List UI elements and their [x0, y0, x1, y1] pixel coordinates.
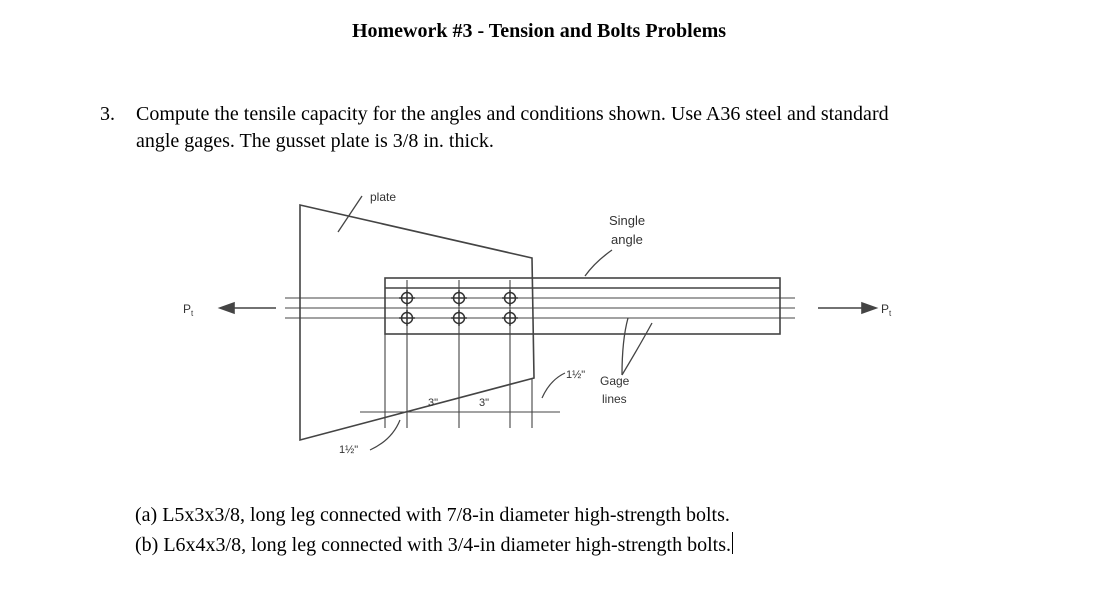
single-angle-label-2: angle — [611, 232, 643, 247]
bolt — [502, 310, 518, 326]
single-angle-leader — [584, 249, 613, 277]
page-title: Homework #3 - Tension and Bolts Problems — [351, 20, 727, 42]
force-label-right: Pt — [881, 302, 892, 318]
part-b: (b) L6x4x3/8, long leg connected with 3/… — [135, 530, 733, 560]
bolt — [451, 310, 467, 326]
part-b-text: (b) L6x4x3/8, long leg connected with 3/… — [135, 534, 731, 556]
single-angle-label-1: Single — [609, 213, 645, 228]
gage-lines-label-2: lines — [602, 392, 627, 406]
text-cursor — [732, 532, 733, 554]
problem-text-line-2: angle gages. The gusset plate is 3/8 in.… — [136, 130, 494, 152]
bolt — [399, 290, 415, 306]
spacing-label-2: 3" — [479, 397, 489, 409]
bolt-group — [399, 290, 518, 326]
plate-label: plate — [370, 190, 396, 204]
plate-leader — [337, 195, 363, 233]
edge-dim-label-bottom: 1½" — [339, 444, 358, 456]
edge-dim-leader-right — [541, 372, 566, 399]
force-label-left: Pt — [183, 302, 194, 318]
part-a: (a) L5x3x3/8, long leg connected with 7/… — [135, 504, 730, 526]
edge-dim-leader-bottom — [369, 419, 401, 451]
bolt — [399, 310, 415, 326]
edge-dim-label-right: 1½" — [566, 369, 585, 381]
problem-text-line-1: Compute the tensile capacity for the ang… — [136, 103, 889, 125]
problem-number: 3. — [100, 103, 115, 125]
spacing-label-1: 3" — [428, 397, 438, 409]
bolt — [451, 290, 467, 306]
problem-parts: (a) L5x3x3/8, long leg connected with 7/… — [135, 500, 733, 560]
gusset-plate — [299, 203, 535, 442]
gage-lines-label-1: Gage — [600, 374, 630, 388]
bolt — [502, 290, 518, 306]
gage-lines-leader — [621, 317, 629, 376]
single-angle — [384, 277, 781, 335]
